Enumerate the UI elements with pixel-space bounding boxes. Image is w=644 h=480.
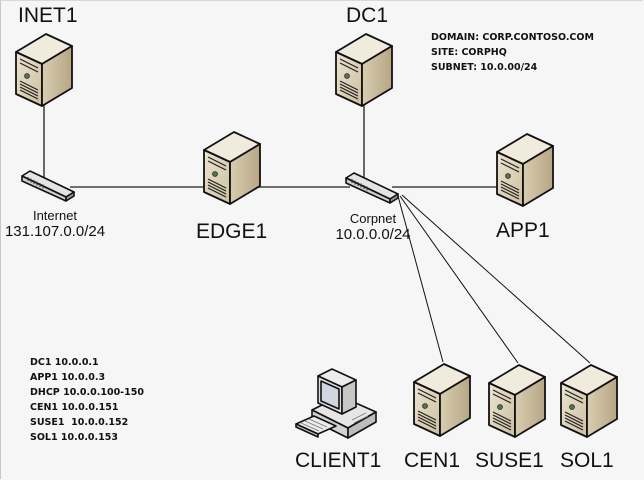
domain-info-line: SITE: CORPHQ — [431, 47, 507, 58]
server-icon[interactable] — [12, 30, 78, 115]
network-label-corpnet: Corpnet 10.0.0.0/24 — [330, 211, 416, 243]
domain-info-line: SUBNET: 10.0.00/24 — [431, 62, 538, 73]
link-corpnet-cen1 — [397, 195, 444, 363]
address-list-item: DHCP 10.0.0.100-150 — [30, 387, 144, 398]
server-icon[interactable] — [332, 30, 398, 115]
switch-icon[interactable] — [20, 168, 76, 207]
network-name-internet: Internet — [32, 208, 78, 223]
server-icon[interactable] — [493, 130, 559, 215]
domain-info-line: DOMAIN: CORP.CONTOSO.COM — [431, 32, 594, 43]
address-list-item: SUSE1 10.0.0.152 — [30, 417, 129, 428]
node-label-suse1: SUSE1 — [475, 449, 544, 472]
link-corpnet-sol1 — [401, 194, 591, 364]
domain-info: DOMAIN: CORP.CONTOSO.COM SITE: CORPHQ SU… — [431, 30, 594, 75]
node-label-dc1: DC1 — [346, 4, 389, 27]
node-label-client1: CLIENT1 — [295, 449, 382, 472]
workstation-icon[interactable] — [292, 366, 382, 451]
server-icon[interactable] — [200, 128, 266, 213]
server-icon[interactable] — [410, 360, 476, 445]
switch-icon[interactable] — [344, 170, 400, 209]
node-label-app1: APP1 — [496, 219, 550, 242]
address-list-item: CEN1 10.0.0.151 — [30, 402, 119, 413]
address-list-item: APP1 10.0.0.3 — [30, 372, 106, 383]
link-corpnet-suse1 — [399, 195, 519, 364]
server-icon[interactable] — [557, 361, 623, 446]
node-label-cen1: CEN1 — [404, 449, 461, 472]
address-list-item: DC1 10.0.0.1 — [30, 357, 99, 368]
address-list-item: SOL1 10.0.0.153 — [30, 432, 118, 443]
network-label-internet: Internet 131.107.0.0/24 — [2, 208, 108, 240]
node-label-sol1: SOL1 — [560, 449, 614, 472]
node-label-inet1: INET1 — [18, 4, 78, 27]
network-subnet-internet: 131.107.0.0/24 — [4, 223, 106, 240]
server-icon[interactable] — [485, 361, 551, 446]
address-list: DC1 10.0.0.1 APP1 10.0.0.3 DHCP 10.0.0.1… — [30, 355, 144, 445]
network-name-corpnet: Corpnet — [349, 211, 397, 226]
node-label-edge1: EDGE1 — [196, 220, 268, 243]
network-subnet-corpnet: 10.0.0.0/24 — [335, 226, 411, 243]
